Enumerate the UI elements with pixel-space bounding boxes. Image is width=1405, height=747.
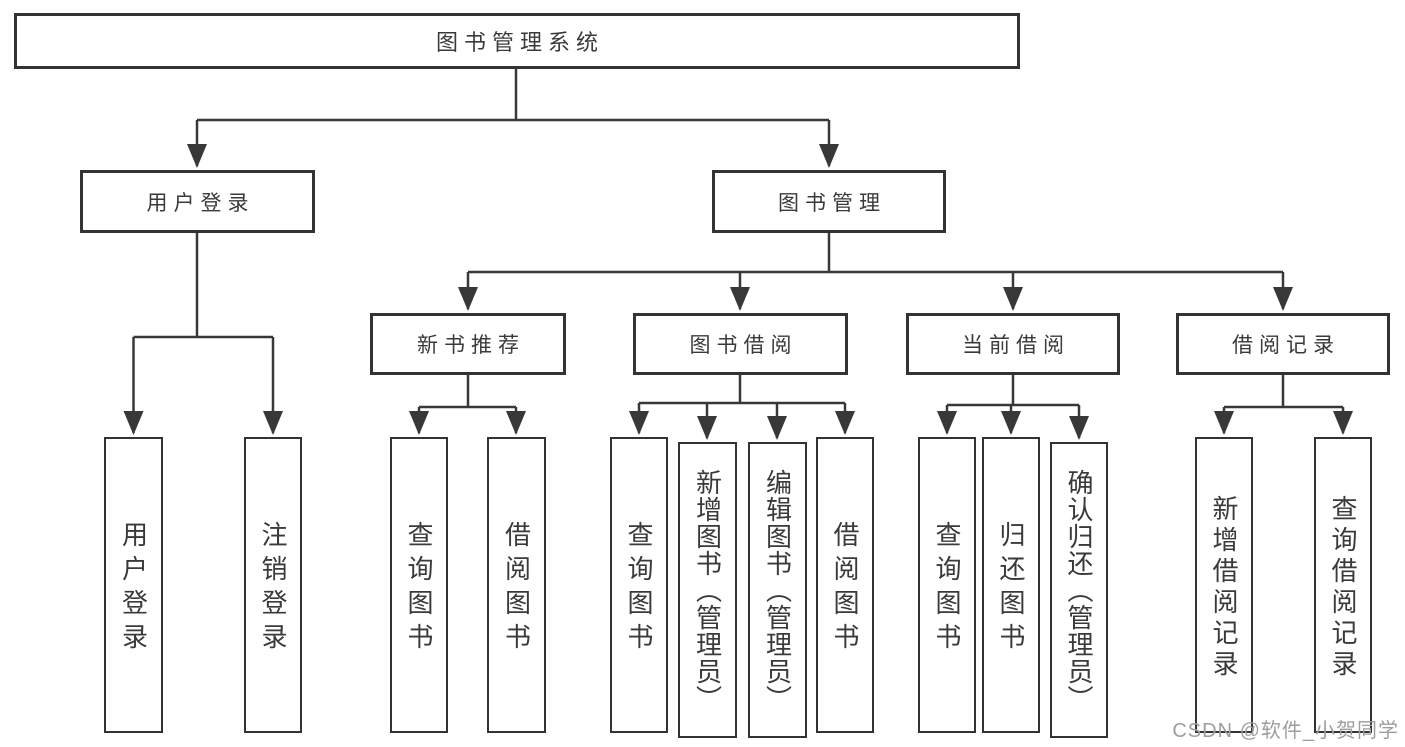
- leaf-query-books-recommend: 查询图书: [390, 437, 448, 733]
- leaf-query-borrow-record: 查询借阅记录: [1314, 437, 1372, 733]
- leaf-add-borrow-record: 新增借阅记录: [1195, 437, 1253, 733]
- node-new-book-recommendation: 新书推荐: [370, 313, 566, 375]
- node-current-borrowing: 当前借阅: [906, 313, 1120, 375]
- leaf-borrow-books-recommend: 借阅图书: [487, 437, 546, 733]
- node-library-management-system: 图书管理系统: [14, 13, 1020, 69]
- leaf-edit-books-admin: 编辑图书（管理员）: [748, 442, 807, 738]
- leaf-add-books-admin: 新增图书（管理员）: [678, 442, 737, 738]
- leaf-return-books: 归还图书: [982, 437, 1040, 733]
- node-user-login: 用户登录: [80, 170, 315, 233]
- leaf-query-books-current: 查询图书: [918, 437, 976, 733]
- leaf-confirm-return-admin: 确认归还（管理员）: [1050, 442, 1108, 738]
- node-borrowing-records: 借阅记录: [1176, 313, 1390, 375]
- csdn-watermark: CSDN @软件_小贺同学: [1172, 720, 1399, 742]
- node-book-management: 图书管理: [712, 170, 946, 233]
- leaf-borrow-books: 借阅图书: [816, 437, 874, 733]
- leaf-user-login: 用户登录: [104, 437, 163, 733]
- leaf-query-books-borrow: 查询图书: [610, 437, 668, 733]
- node-book-borrowing: 图书借阅: [633, 313, 848, 375]
- leaf-logout: 注销登录: [244, 437, 302, 733]
